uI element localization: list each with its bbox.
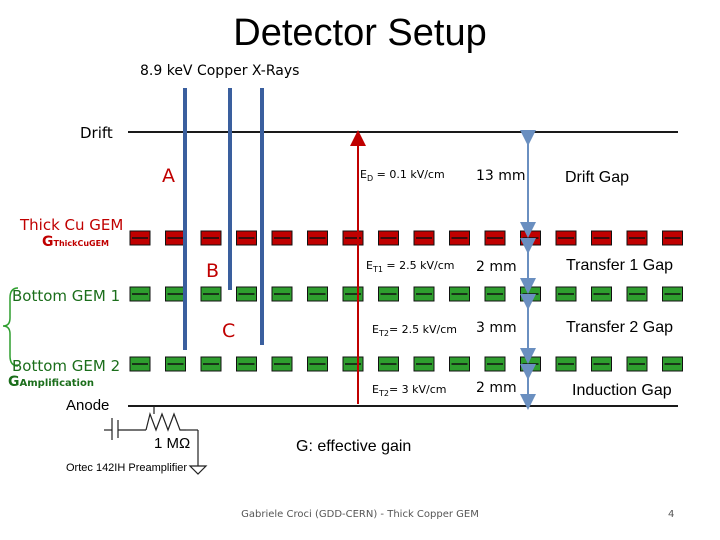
bottom-gems-bracket [2,287,19,367]
page-title: Detector Setup [233,12,487,54]
gap-size-transfer1: 2 mm [476,259,517,275]
field-value-induction: ET2= 3 kV/cm [372,383,447,399]
resistor-symbol [145,411,186,432]
page-number: 4 [668,509,675,520]
gap-size-drift: 13 mm [476,168,526,184]
effective-gain-note: G: effective gain [296,438,412,455]
bottom-gem1-foil [129,286,683,302]
bottom-gem2-label: Bottom GEM 2 [12,357,121,375]
xray-source-label: 8.9 keV Copper X-Rays [140,63,300,79]
thick-cu-gem-label: Thick Cu GEM [20,216,124,234]
gap-size-transfer2: 3 mm [476,320,517,336]
bottom-gem2-foil [129,356,683,372]
bottom-gem1-label: Bottom GEM 1 [12,287,121,305]
resistor-label: 1 MΩ [154,435,191,452]
region-label-a: A [162,165,175,187]
preamplifier-label: Ortec 142IH Preamplifier [66,462,188,474]
amplification-gain-label: GAmplification [8,374,94,390]
readout-circuit [104,406,199,460]
drift-label: Drift [80,124,113,142]
field-value-transfer2: ET2= 2.5 kV/cm [372,323,458,339]
gap-name-induction: Induction Gap [572,382,672,399]
gap-name-transfer1: Transfer 1 Gap [566,257,674,274]
anode-label: Anode [66,397,110,414]
gap-name-transfer2: Transfer 2 Gap [566,319,674,336]
field-value-transfer1: ET1 = 2.5 kV/cm [366,259,455,275]
slide-footer: Gabriele Croci (GDD-CERN) - Thick Copper… [241,509,479,520]
ground-icon [188,460,208,475]
field-value-drift: ED = 0.1 kV/cm [360,168,445,184]
thick-cu-gem-foil [129,230,683,246]
thick-gem-gain-label: GThickCuGEM [42,234,110,250]
region-label-b: B [206,260,220,282]
gap-size-induction: 2 mm [476,380,517,396]
gap-name-drift: Drift Gap [565,169,630,186]
region-label-c: C [222,320,236,342]
